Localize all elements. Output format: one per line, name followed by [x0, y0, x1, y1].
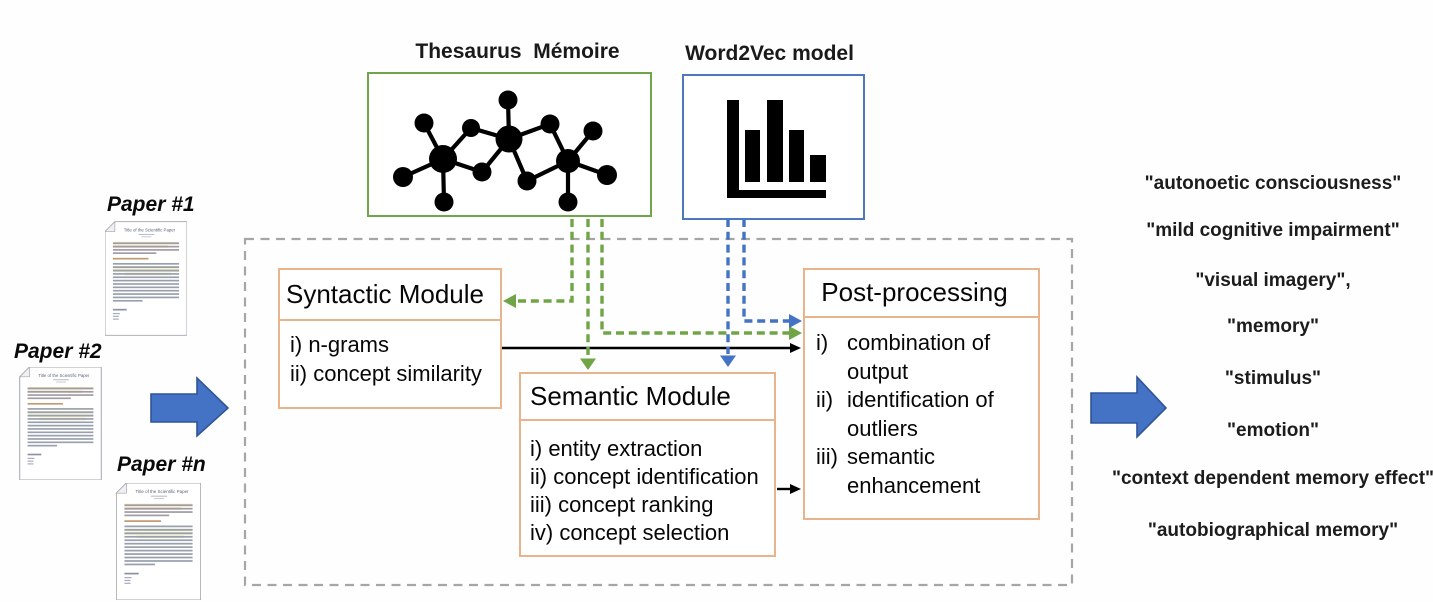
svg-text:Title of the Scientific Paper: Title of the Scientific Paper — [124, 228, 176, 233]
